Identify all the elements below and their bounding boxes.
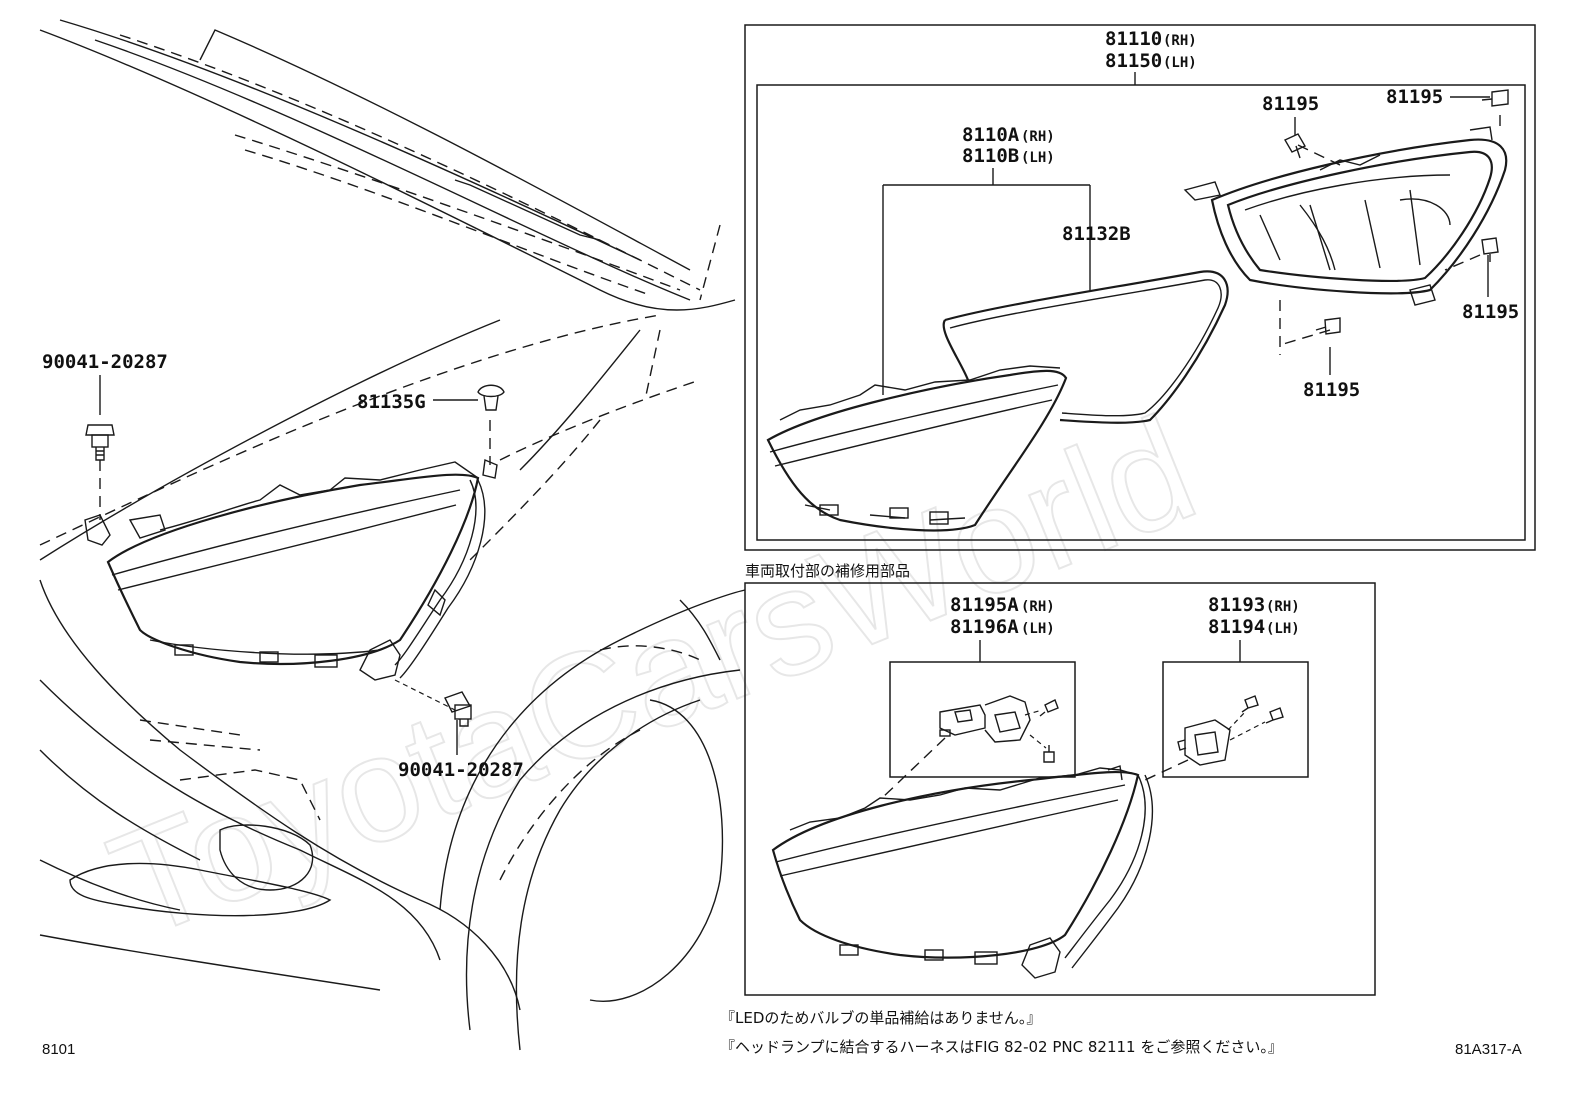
clip-icon (477, 384, 505, 411)
lens-lh-suffix: (LH) (1021, 150, 1055, 166)
figure-reference: 81A317-A (1455, 1041, 1522, 1058)
screw-label-3: 81195 (1462, 301, 1519, 323)
lens-rh-number: 8110A (962, 124, 1020, 146)
mount-lh-suffix: (LH) (1266, 621, 1300, 637)
repair-parts-heading: 車両取付部の補修用部品 (745, 562, 910, 580)
gasket-label: 81132B (1062, 223, 1131, 245)
bolt-bottom-label: 90041-20287 (398, 759, 524, 781)
note-led-bulb: 『LEDのためバルブの単品補給はありません。』 (720, 1009, 1041, 1027)
headlamp-assembly-installed (84, 459, 498, 681)
screw-label-1: 81195 (1262, 93, 1319, 115)
mount-rh-suffix: (RH) (1266, 599, 1300, 615)
bracket-rh-suffix: (RH) (1021, 599, 1055, 615)
headlamp-repair-view (771, 765, 1154, 979)
mount-lh-number: 81194 (1208, 616, 1265, 638)
gasket-seal (942, 270, 1229, 424)
bolt-bottom-icon (444, 691, 472, 727)
vehicle-body-outline (39, 19, 746, 1051)
clip-label: 81135G (357, 391, 426, 413)
bolt-top-icon (85, 424, 115, 461)
outer-lens (766, 365, 1068, 532)
bracket-repair-part (939, 695, 1059, 763)
repair-parts-frame (744, 582, 1376, 996)
screw-icon-1 (1284, 133, 1306, 159)
mount-rh-number: 81193 (1208, 594, 1265, 616)
housing-screw-leaders (1279, 115, 1501, 355)
screw-icon-4 (1315, 317, 1341, 335)
mount-kit-box (1162, 661, 1309, 778)
assembly-rh-suffix: (RH) (1163, 33, 1197, 49)
bracket-lh-suffix: (LH) (1021, 621, 1055, 637)
mount-repair-part (1177, 695, 1284, 766)
repair-part-leaders (879, 737, 1189, 801)
assembly-lh-number: 81150 (1105, 50, 1162, 72)
left-leaders (99, 375, 491, 755)
assembly-rh-number: 81110 (1105, 28, 1162, 50)
screw-icon-2 (1481, 89, 1509, 107)
diagram-code: 8101 (42, 1041, 75, 1058)
assembly-lh-suffix: (LH) (1163, 55, 1197, 71)
bracket-lh-number: 81196A (950, 616, 1019, 638)
note-harness-reference: 『ヘッドランプに結合するハーネスはFIG 82-02 PNC 82111 をご参… (720, 1038, 1283, 1056)
headlamp-housing (1183, 126, 1508, 306)
screw-icon-3 (1481, 237, 1499, 262)
screw-label-4: 81195 (1303, 379, 1360, 401)
lens-lh-number: 8110B (962, 145, 1019, 167)
screw-label-2: 81195 (1386, 86, 1443, 108)
assembly-detail-frame (744, 24, 1536, 551)
assembly-inner-frame (756, 84, 1526, 541)
bracket-kit-box (889, 661, 1076, 778)
bolt-top-label: 90041-20287 (42, 351, 168, 373)
bracket-rh-number: 81195A (950, 594, 1019, 616)
lens-rh-suffix: (RH) (1021, 129, 1055, 145)
